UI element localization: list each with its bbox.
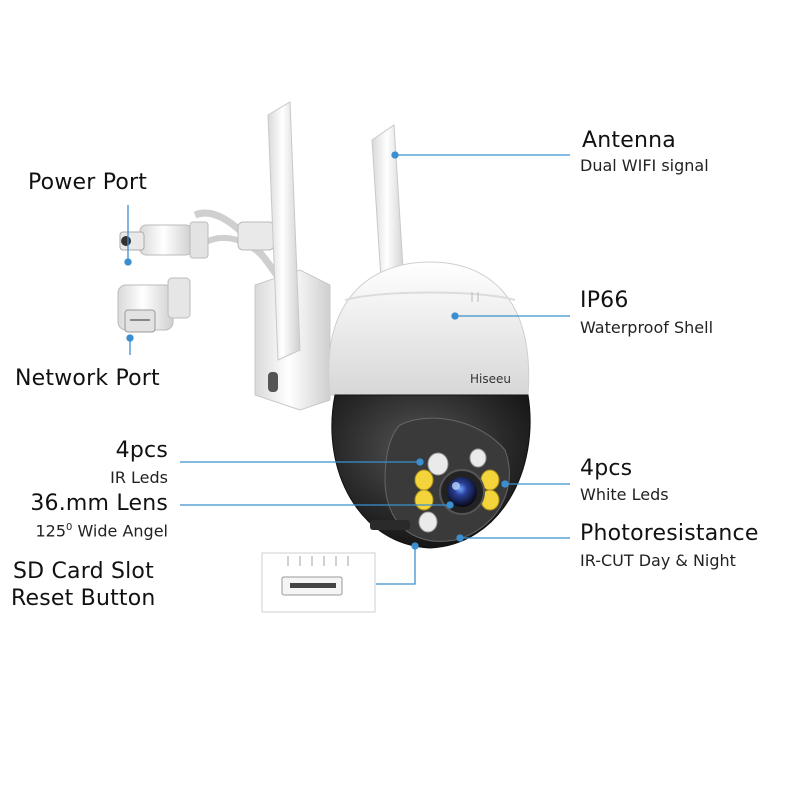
network-port-title: Network Port: [15, 366, 160, 391]
white-leds-subtitle: White Leds: [580, 485, 669, 504]
lens-title: 36.mm Lens: [30, 491, 168, 516]
white-leds-title: 4pcs: [580, 456, 633, 481]
lens-subtitle-degree: 0: [66, 522, 73, 533]
leader-lines: [124, 151, 570, 585]
reset-button-title: Reset Button: [11, 586, 156, 611]
ip66-title: IP66: [580, 288, 629, 313]
antenna-subtitle: Dual WIFI signal: [580, 156, 709, 175]
antenna-graphic: [267, 101, 406, 361]
ir-led: [418, 511, 438, 533]
power-port-title: Power Port: [28, 170, 148, 195]
lens-graphic: [439, 469, 485, 515]
lens-subtitle-suffix: Wide Angel: [72, 521, 168, 541]
photoresistance-subtitle: IR-CUT Day & Night: [580, 551, 736, 570]
white-led: [414, 469, 434, 491]
ir-leds-subtitle: IR Leds: [110, 468, 168, 487]
lens-subtitle-prefix: 125: [35, 521, 66, 541]
white-led: [414, 489, 434, 511]
dome-shell: [328, 261, 530, 396]
brand-logo: Hiseeu: [470, 372, 511, 386]
lens-subtitle: 1250 Wide Angel: [8, 523, 168, 539]
antenna-title: Antenna: [582, 128, 676, 153]
power-port-plug: [119, 221, 275, 259]
photoresistance-title: Photoresistance: [580, 521, 759, 546]
ir-leds-title: 4pcs: [115, 438, 168, 463]
ir-led: [427, 452, 449, 476]
led-array: [414, 448, 500, 533]
ip66-subtitle: Waterproof Shell: [580, 318, 714, 337]
ir-led: [469, 448, 487, 468]
sd-card-slot-inset: [261, 552, 376, 613]
sd-card-slot-title: SD Card Slot: [13, 559, 154, 584]
network-port-plug: [117, 277, 191, 333]
